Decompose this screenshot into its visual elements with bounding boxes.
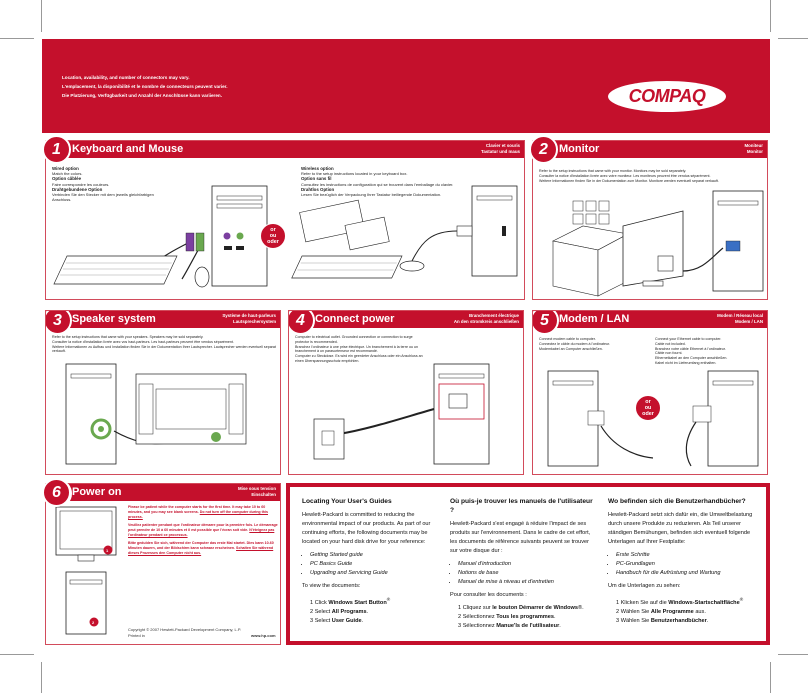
guide-step: 3 Select User Guide. bbox=[310, 617, 364, 624]
note-fr: L'emplacement, la disponibilité et le no… bbox=[62, 84, 228, 89]
panel-speaker-system: 3 Speaker system Système de haut-parleur… bbox=[45, 310, 281, 475]
guide-item: Manuel d'introduction bbox=[458, 560, 598, 569]
power-on-illustration bbox=[55, 506, 117, 635]
guide-item: Upgrading and Servicing Guide bbox=[310, 569, 440, 578]
monitor-illustration bbox=[552, 190, 764, 297]
crop-mark bbox=[778, 38, 808, 39]
guides-paragraph: Hewlett-Packard is committed to reducing… bbox=[302, 512, 431, 545]
note-de: Die Platzierung, Verfügbarkeit und Anzah… bbox=[62, 93, 222, 98]
guides-paragraph: Hewlett-Packard s'est engagé à réduire l… bbox=[450, 521, 591, 554]
guide-step: 3 Wählen Sie Benutzerhandbücher. bbox=[616, 617, 709, 624]
guides-heading: Wo befinden sich die Benutzerhandbücher? bbox=[608, 498, 746, 505]
panel-title: Monitor bbox=[559, 143, 600, 155]
crop-mark bbox=[770, 0, 771, 32]
guide-step: 1 Click Windows Start Button® bbox=[310, 597, 391, 606]
guides-paragraph: Hewlett-Packard setzt sich dafür ein, di… bbox=[608, 512, 753, 545]
guide-step: 1 Klicken Sie auf die Windows-Startschal… bbox=[616, 597, 744, 606]
guides-english: Locating Your User's Guides Hewlett-Pack… bbox=[302, 497, 440, 626]
guide-item: Getting Started guide bbox=[310, 551, 440, 560]
power-instructions: Computer to electrical outlet. Grounded … bbox=[295, 335, 423, 363]
guides-view: To view the documents: bbox=[302, 583, 361, 589]
speaker-illustration bbox=[65, 363, 247, 465]
note-en: Location, availability, and number of co… bbox=[62, 75, 190, 80]
keyboard-mouse-illustration bbox=[53, 185, 518, 288]
power-on-warning: Please be patient while the computer sta… bbox=[128, 505, 278, 555]
step-marker-1: 1 bbox=[106, 548, 109, 553]
panel-title: Modem / LAN bbox=[559, 313, 630, 325]
panel-header bbox=[46, 141, 524, 158]
guides-french: Où puis-je trouver les manuels de l'util… bbox=[450, 497, 598, 631]
hp-url: www.hp.com bbox=[251, 633, 276, 638]
guide-step: 2 Wählen Sie Alle Programme aus. bbox=[616, 608, 706, 615]
modem-instructions: Connect modem cable to computer.Connecte… bbox=[539, 337, 611, 351]
step-number-2: 2 bbox=[529, 135, 558, 164]
panel-header bbox=[533, 141, 767, 158]
panel-title: Connect power bbox=[315, 313, 395, 325]
speaker-instructions: Refer to the setup instructions that cam… bbox=[52, 335, 276, 354]
guide-item: Manuel de mise à niveau et d'entretien bbox=[458, 578, 598, 587]
guides-heading: Où puis-je trouver les manuels de l'util… bbox=[450, 498, 593, 514]
guide-item: PC-Grundlagen bbox=[616, 560, 758, 569]
copyright: Copyright © 2007 Hewlett-Packard Develop… bbox=[128, 627, 242, 632]
printed-in: Printed in bbox=[128, 633, 145, 638]
panel-header bbox=[46, 311, 280, 328]
step-number: 4 bbox=[289, 311, 315, 335]
guide-step: 3 Sélectionnez Manue'ls de l'utilisateur… bbox=[458, 623, 561, 629]
panel-header bbox=[289, 311, 523, 328]
panel-header bbox=[46, 484, 280, 501]
crop-mark bbox=[41, 0, 42, 32]
step-number-6: 6 bbox=[42, 478, 71, 507]
crop-mark bbox=[0, 38, 34, 39]
crop-mark bbox=[770, 662, 771, 693]
step-number: 5 bbox=[533, 311, 559, 335]
panel-power-on: 6 Power on Mise sous tensionEinschalten … bbox=[45, 483, 281, 645]
guide-step: 1 Cliquez sur le bouton Démarrer de Wind… bbox=[458, 605, 584, 611]
modem-lan-illustration bbox=[547, 370, 759, 467]
panel-title: Keyboard and Mouse bbox=[72, 143, 184, 155]
panel-header bbox=[533, 311, 767, 328]
guides-heading: Locating Your User's Guides bbox=[302, 498, 392, 505]
power-illustration bbox=[313, 363, 490, 465]
step-number: 3 bbox=[46, 311, 72, 335]
header-notes: Location, availability, and number of co… bbox=[62, 73, 228, 100]
guides-german: Wo befinden sich die Benutzerhandbücher?… bbox=[608, 497, 758, 626]
crop-mark bbox=[778, 654, 808, 655]
guides-view: Pour consulter les documents : bbox=[450, 592, 527, 598]
guide-item: PC Basics Guide bbox=[310, 560, 440, 569]
compaq-logo: COMPAQ bbox=[608, 81, 726, 112]
guide-item: Notions de base bbox=[458, 569, 598, 578]
monitor-instructions: Refer to the setup instructions that cam… bbox=[539, 169, 719, 183]
panel-title: Power on bbox=[72, 486, 122, 498]
step-marker-2: 2 bbox=[92, 620, 95, 625]
step-number-1: 1 bbox=[42, 135, 71, 164]
guide-step: 2 Sélectionnez Tous les programmes. bbox=[458, 614, 556, 620]
lan-instructions: Connect your Ethernet cable to computer.… bbox=[655, 337, 728, 365]
crop-mark bbox=[41, 662, 42, 693]
guide-item: Erste Schritte bbox=[616, 551, 758, 560]
guide-item: Handbuch für die Aufrüstung und Wartung bbox=[616, 569, 758, 578]
user-guides-box: Locating Your User's Guides Hewlett-Pack… bbox=[286, 483, 770, 645]
panel-title: Speaker system bbox=[72, 313, 156, 325]
guides-view: Um die Unterlagen zu sehen: bbox=[608, 583, 681, 589]
crop-mark bbox=[0, 654, 34, 655]
guide-step: 2 Select All Programs. bbox=[310, 608, 369, 615]
